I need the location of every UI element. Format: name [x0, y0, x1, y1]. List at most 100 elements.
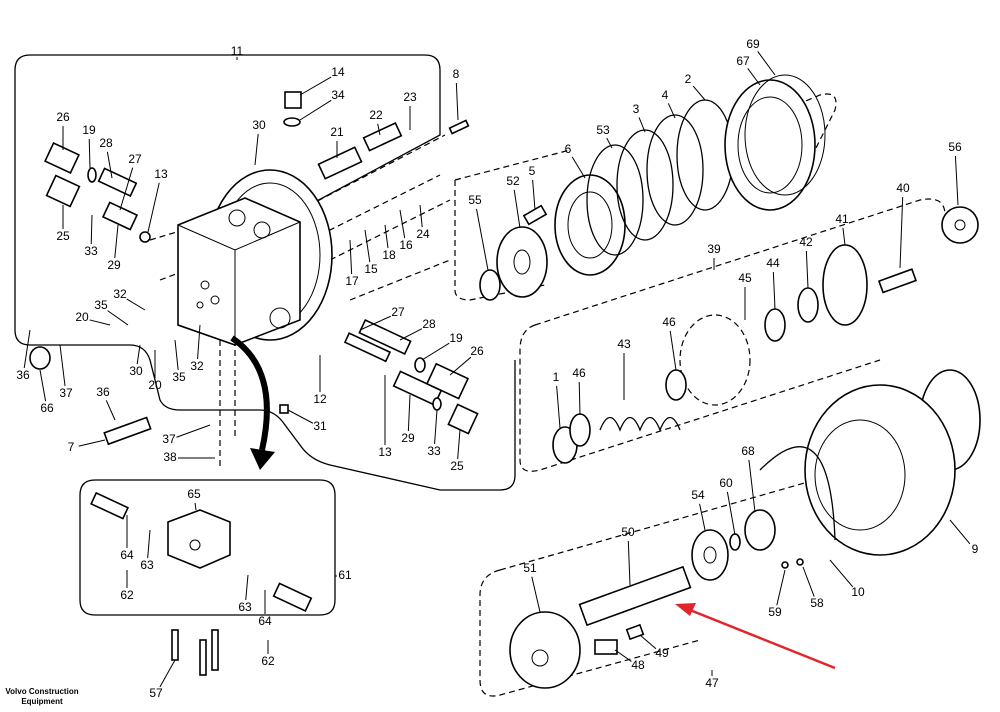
leader-line: [757, 51, 776, 76]
motor-parts: [479, 74, 979, 464]
leader-line: [805, 250, 809, 289]
dashed-links: [149, 134, 451, 470]
leader-line: [126, 298, 146, 311]
credit-line-1: Volvo Construction: [5, 687, 79, 696]
part-callout-4: 4: [662, 88, 669, 102]
leader-line: [106, 151, 113, 179]
leader-line: [532, 179, 536, 211]
part-callout-20: 20: [75, 310, 89, 324]
part-callout-2: 2: [685, 72, 692, 86]
part-callout-27: 27: [391, 305, 405, 319]
part-callout-35: 35: [172, 370, 186, 384]
leader-line: [748, 459, 756, 513]
part-callout-1: 1: [553, 370, 560, 384]
leader-line: [88, 138, 91, 169]
part-callout-54: 54: [691, 488, 705, 502]
leader-line: [531, 576, 541, 613]
leader-line: [147, 182, 160, 233]
part-callout-32: 32: [113, 287, 127, 301]
part-callout-19: 19: [449, 331, 463, 345]
part-callout-20: 20: [148, 378, 162, 392]
group-motor-outline: [454, 93, 837, 301]
leader-line: [107, 310, 129, 326]
inset-parts: [90, 491, 313, 676]
group-hub-outline: [479, 469, 851, 697]
part-callout-33: 33: [427, 444, 441, 458]
leader-line: [194, 502, 197, 511]
leader-line: [299, 99, 332, 121]
part-callout-48: 48: [631, 658, 645, 672]
part-callout-58: 58: [810, 596, 824, 610]
leader-line: [90, 214, 93, 245]
leader-line: [89, 319, 111, 326]
part-callout-62: 62: [261, 654, 275, 668]
part-callout-64: 64: [258, 614, 272, 628]
leader-line: [614, 649, 632, 662]
leader-line: [39, 369, 47, 402]
part-callout-26: 26: [56, 110, 70, 124]
part-callout-44: 44: [766, 256, 780, 270]
part-callout-15: 15: [364, 262, 378, 276]
part-callout-3: 3: [633, 102, 640, 116]
part-callout-30: 30: [129, 364, 143, 378]
part-callout-36: 36: [16, 368, 30, 382]
valve-components-left: [29, 141, 152, 446]
part-callout-47: 47: [705, 676, 719, 690]
part-callout-64: 64: [120, 548, 134, 562]
leader-line: [384, 224, 389, 249]
part-callout-8: 8: [453, 67, 460, 81]
leader-line: [349, 239, 353, 275]
curved-arrow: [230, 335, 270, 451]
leader-line: [136, 344, 141, 365]
part-callout-25: 25: [450, 459, 464, 473]
part-callout-5: 5: [529, 164, 536, 178]
part-callout-56: 56: [948, 140, 962, 154]
leader-line: [147, 529, 151, 559]
part-callout-36: 36: [96, 385, 110, 399]
leader-line: [899, 196, 904, 269]
part-callout-17: 17: [345, 274, 359, 288]
part-callout-33: 33: [84, 244, 98, 258]
leader-line: [174, 339, 179, 371]
part-callout-63: 63: [140, 558, 154, 572]
leader-line: [359, 315, 391, 331]
part-callout-38: 38: [163, 450, 177, 464]
curved-arrow-head: [250, 448, 275, 470]
part-callout-60: 60: [719, 476, 733, 490]
part-callout-52: 52: [506, 174, 520, 188]
part-callout-40: 40: [896, 181, 910, 195]
leader-line: [638, 117, 646, 133]
part-callout-31: 31: [313, 419, 327, 433]
leader-line: [377, 123, 381, 136]
part-callout-12: 12: [313, 392, 327, 406]
leader-line: [669, 330, 677, 371]
part-callout-69: 69: [746, 37, 760, 51]
leader-line: [726, 491, 736, 536]
part-callout-14: 14: [331, 65, 345, 79]
group-11-outline: [14, 54, 516, 491]
leader-line: [772, 271, 776, 310]
part-callout-10: 10: [851, 585, 865, 599]
leader-line: [513, 189, 521, 229]
leader-line: [949, 519, 971, 545]
part-callout-16: 16: [399, 238, 413, 252]
leader-line: [829, 559, 854, 588]
part-callout-55: 55: [468, 193, 482, 207]
part-callout-57: 57: [149, 686, 163, 700]
part-callout-35: 35: [94, 298, 108, 312]
leader-line: [954, 155, 959, 206]
part-callout-13: 13: [378, 445, 392, 459]
leader-line: [399, 328, 423, 341]
part-callout-34: 34: [331, 88, 345, 102]
hub-shaft-parts: [509, 369, 981, 689]
leader-line: [114, 224, 119, 259]
part-callout-18: 18: [382, 248, 396, 262]
leader-line: [475, 208, 489, 271]
part-callout-43: 43: [617, 337, 631, 351]
leader-line: [254, 133, 259, 166]
part-callout-37: 37: [162, 432, 176, 446]
leader-line: [407, 394, 411, 432]
part-callout-42: 42: [799, 235, 813, 249]
leader-line: [245, 574, 249, 601]
